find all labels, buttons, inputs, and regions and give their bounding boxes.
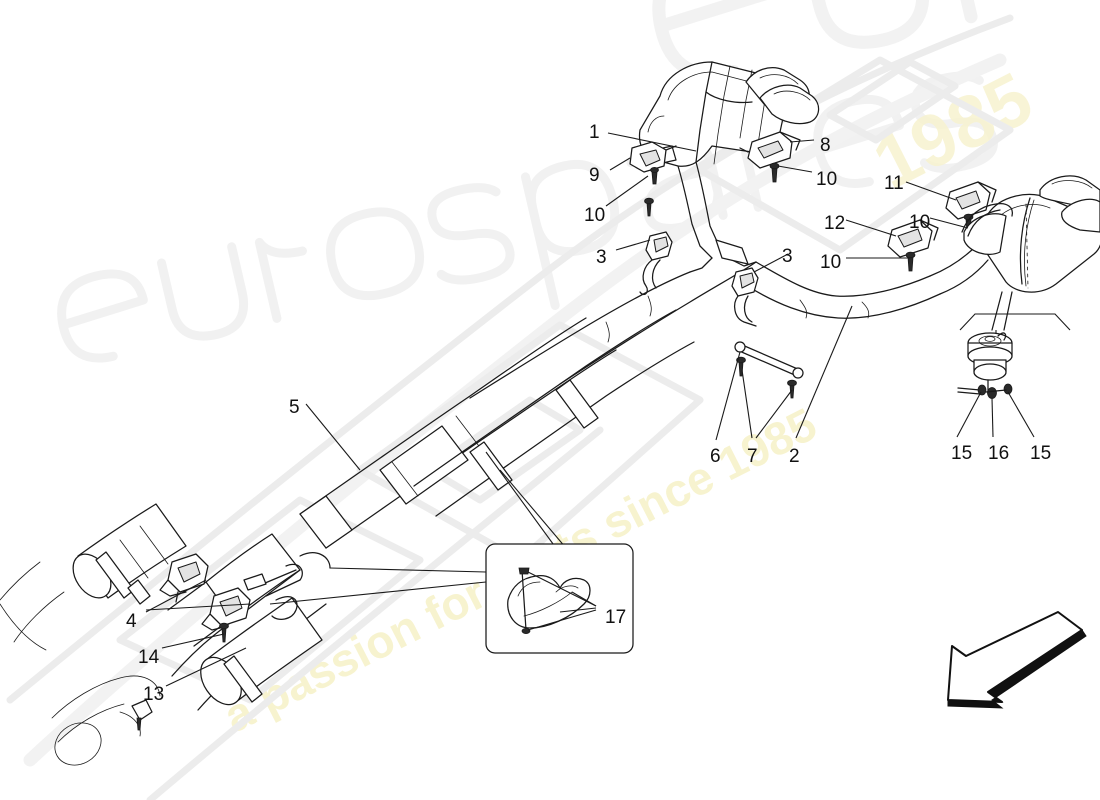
direction-arrow	[947, 611, 1087, 709]
tie-rod-part-6	[734, 341, 804, 399]
callout-9[interactable]: 9	[589, 165, 600, 186]
callout-5[interactable]: 5	[289, 397, 300, 418]
rubber-mount-detail	[956, 332, 1035, 438]
callout-12[interactable]: 12	[824, 213, 846, 234]
callout-1[interactable]: 1	[589, 122, 600, 143]
centre-silencer-part-5	[0, 309, 695, 766]
callout-3-a[interactable]: 3	[596, 247, 607, 268]
callout-17[interactable]: 17	[605, 607, 627, 628]
detail-box-17	[485, 543, 634, 654]
clamp-collar-part-4-lower	[201, 587, 251, 643]
callout-6[interactable]: 6	[710, 446, 721, 467]
callout-15-a[interactable]: 15	[951, 443, 973, 464]
callout-8[interactable]: 8	[820, 135, 831, 156]
callout-11[interactable]: 11	[884, 173, 904, 194]
hanger-bracket-part-3-left	[639, 231, 673, 296]
callout-3-b[interactable]: 3	[782, 246, 793, 267]
clamp-collar-part-4-upper	[159, 553, 209, 603]
callout-10-d[interactable]: 10	[820, 252, 842, 273]
callout-leaders	[145, 132, 969, 687]
hanger-bracket-part-3-right	[731, 267, 759, 327]
callout-7[interactable]: 7	[747, 446, 758, 467]
callout-4[interactable]: 4	[126, 611, 137, 632]
clamp-part-17-in-situ	[243, 552, 331, 620]
inset-leaders	[269, 451, 567, 605]
mount-detail-fan	[959, 313, 1071, 336]
callout-13[interactable]: 13	[143, 684, 165, 705]
callout-10-c[interactable]: 10	[909, 212, 931, 233]
mounting-bracket-part-8	[739, 131, 801, 183]
right-catalytic-converter	[961, 175, 1100, 331]
callout-10-b[interactable]: 10	[816, 169, 838, 190]
screw-part-10-a	[644, 197, 654, 217]
callout-16[interactable]: 16	[988, 443, 1010, 464]
callout-2[interactable]: 2	[789, 446, 800, 467]
callout-15-b[interactable]: 15	[1030, 443, 1052, 464]
callout-14[interactable]: 14	[138, 647, 160, 668]
callout-10-a[interactable]: 10	[584, 205, 606, 226]
underbody-ghost	[6, 14, 1014, 800]
rubber-mount-part-12	[887, 219, 939, 272]
